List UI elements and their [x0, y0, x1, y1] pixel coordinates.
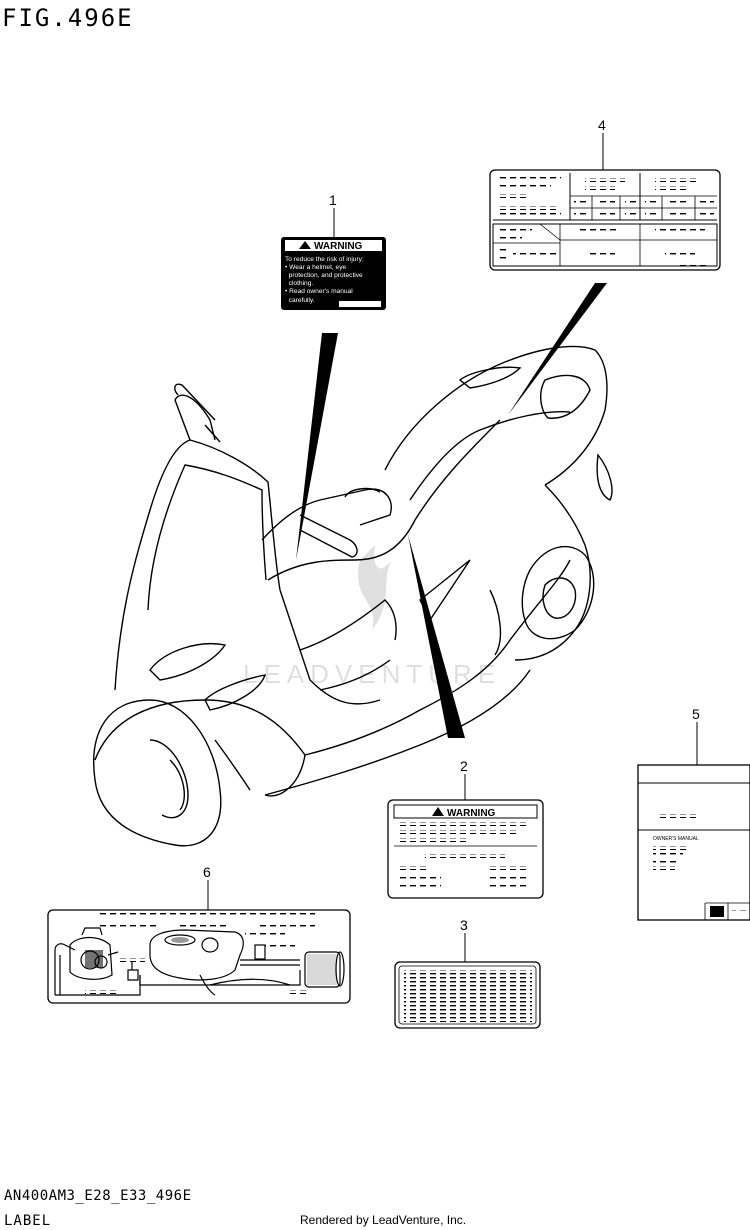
callout-6: 6 [203, 864, 211, 880]
callout-leaders [207, 133, 698, 962]
callout-3: 3 [460, 917, 468, 933]
label-1-line-1: To reduce the risk of injury: [285, 256, 364, 263]
label-4 [489, 169, 721, 271]
callout-1: 1 [329, 192, 337, 208]
warning-triangle-icon [432, 807, 444, 816]
callout-5: 5 [692, 706, 700, 722]
manual-title: OWNER'S MANUAL [653, 836, 699, 842]
label-5-owners-manual: OWNER'S MANUAL [637, 764, 750, 921]
label-3 [394, 961, 541, 1029]
pointer-1 [296, 333, 338, 560]
label-6-emission-diagram [47, 909, 351, 1004]
label-1-line-4: clothing. [285, 280, 313, 287]
label-1-warning: WARNING To reduce the risk of injury: • … [281, 237, 386, 310]
pointer-4 [508, 283, 607, 415]
label-1-heading: WARNING [314, 241, 363, 252]
manual-logo-icon [710, 906, 724, 917]
label-1-line-5: • Read owner's manual [285, 288, 353, 295]
callout-2: 2 [460, 758, 468, 774]
watermark-text: LEADVENTURE [243, 659, 501, 689]
label-1-line-3: protection, and protective [285, 272, 363, 279]
figure-title: FIG.496E [2, 4, 134, 32]
watermark: LEADVENTURE [243, 545, 501, 689]
warning-triangle-icon [299, 241, 311, 249]
section-name: LABEL [4, 1213, 52, 1229]
figure-code: AN400AM3_E28_E33_496E [4, 1188, 192, 1204]
label-2-warning: WARNING [387, 799, 544, 899]
label-2-heading: WARNING [447, 808, 496, 819]
render-credit: Rendered by LeadVenture, Inc. [300, 1213, 467, 1227]
label-1-line-2: • Wear a helmet, eye [285, 264, 347, 271]
pointer-2 [408, 535, 465, 738]
scooter-drawing [93, 345, 613, 847]
label-1-line-6: carefully. [285, 297, 315, 304]
callout-4: 4 [598, 117, 606, 133]
